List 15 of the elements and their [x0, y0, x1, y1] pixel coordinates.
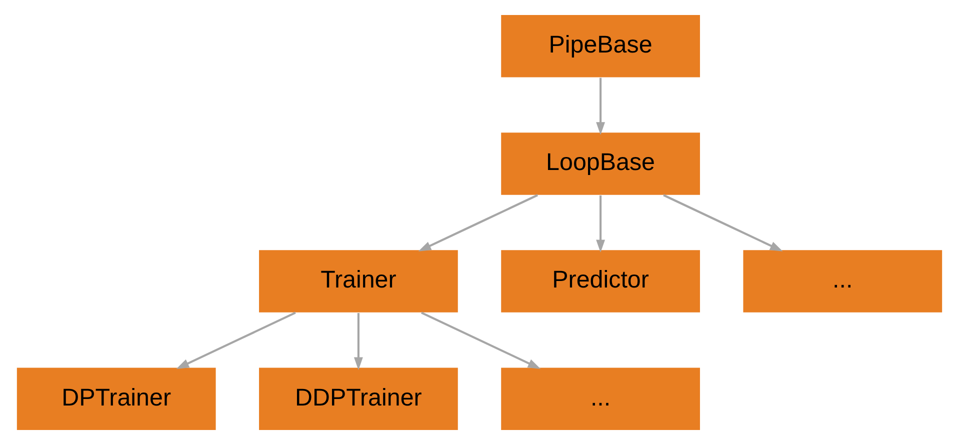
- arrow: [596, 78, 606, 135]
- node-box: Predictor: [501, 250, 700, 312]
- node-box: DDPTrainer: [259, 368, 458, 430]
- node-box: PipeBase: [501, 14, 700, 78]
- arrow: [596, 195, 606, 253]
- node-box: ...: [501, 368, 700, 430]
- arrow: [354, 313, 363, 370]
- node-box: ...: [743, 250, 942, 312]
- arrow: [420, 312, 541, 369]
- arrow: [418, 194, 538, 252]
- node-box: DPTrainer: [16, 368, 216, 430]
- arrow: [663, 194, 783, 252]
- node-box: Trainer: [259, 250, 458, 312]
- node-box: LoopBase: [501, 132, 700, 195]
- arrow: [176, 312, 296, 369]
